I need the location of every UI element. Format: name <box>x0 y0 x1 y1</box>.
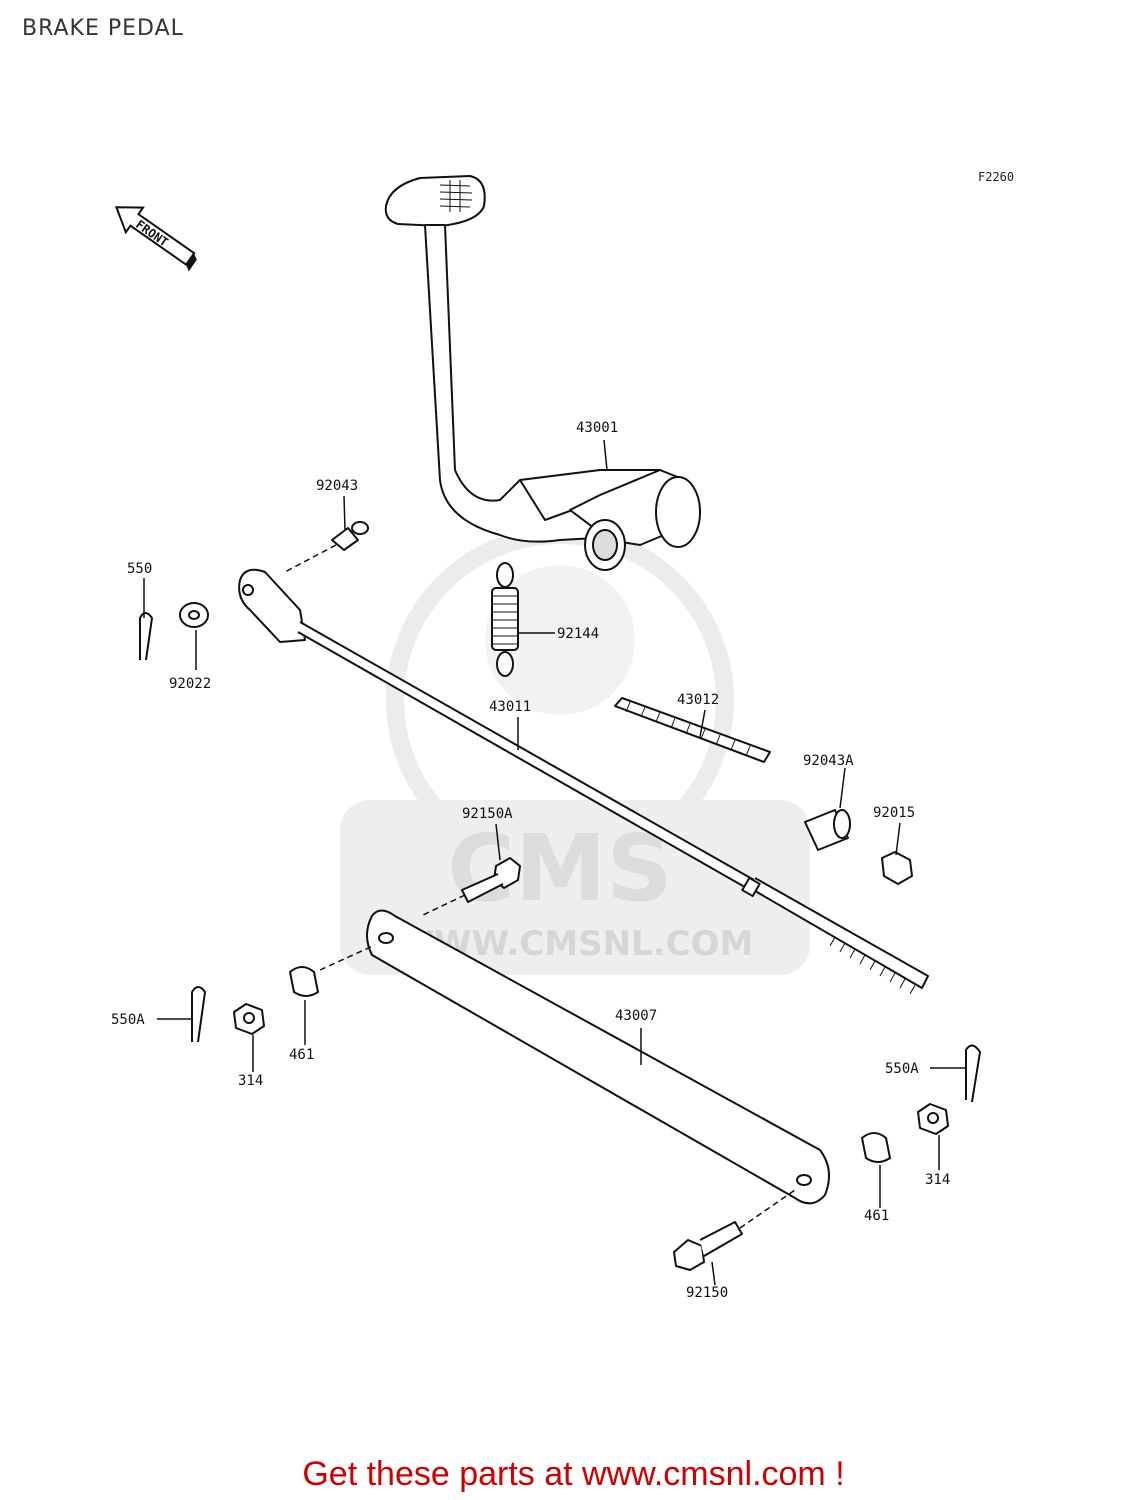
spring-92144-part <box>491 562 519 677</box>
watermark: CMS WWW.CMSNL.COM <box>340 526 810 975</box>
link-43007-part <box>366 909 830 1205</box>
part-label-43011: 43011 <box>489 699 531 715</box>
diagram-code: F2260 <box>978 170 1015 184</box>
pin-92043-part <box>331 521 369 551</box>
brake-pedal-part <box>384 175 701 571</box>
part-label-314-left: 314 <box>238 1073 263 1089</box>
parts-diagram: CMS WWW.CMSNL.COM FRONT <box>111 175 981 1301</box>
joint-92043A-part <box>804 809 851 851</box>
leader-lines <box>143 439 966 1286</box>
part-label-92022: 92022 <box>169 676 211 692</box>
part-label-461-right: 461 <box>864 1208 889 1224</box>
page-title: BRAKE PEDAL <box>22 16 184 41</box>
part-label-92015: 92015 <box>873 805 915 821</box>
spring-43012-part <box>614 697 771 763</box>
part-label-43001: 43001 <box>576 420 618 436</box>
cotter-pin-550A-left-part <box>191 986 206 1043</box>
washer-461-right-part <box>861 1132 891 1163</box>
bolt-92150A-part <box>461 857 521 903</box>
part-label-92043A: 92043A <box>803 753 854 769</box>
part-label-92150: 92150 <box>686 1285 728 1301</box>
nut-314-left-part <box>233 1003 265 1035</box>
brake-rod-part <box>238 568 929 995</box>
part-label-92144: 92144 <box>557 626 599 642</box>
washer-92022-part <box>179 602 209 628</box>
part-label-550A-right: 550A <box>885 1061 919 1077</box>
watermark-brand: CMS <box>447 815 672 922</box>
part-label-92150A: 92150A <box>462 806 513 822</box>
front-arrow-label: FRONT <box>133 217 171 249</box>
part-label-461-left: 461 <box>289 1047 314 1063</box>
part-label-43007: 43007 <box>615 1008 657 1024</box>
bolt-92150-part <box>673 1221 743 1271</box>
part-label-43012: 43012 <box>677 692 719 708</box>
nut-92015-part <box>881 851 913 885</box>
footer-link[interactable]: Get these parts at www.cmsnl.com ! <box>302 1455 845 1493</box>
part-label-550: 550 <box>127 561 152 577</box>
front-arrow-icon: FRONT <box>114 206 197 272</box>
cotter-pin-550A-right-part <box>965 1044 981 1103</box>
part-label-314-right: 314 <box>925 1172 950 1188</box>
part-label-92043: 92043 <box>316 478 358 494</box>
part-label-550A-left: 550A <box>111 1012 145 1028</box>
washer-461-left-part <box>289 966 319 997</box>
nut-314-right-part <box>917 1103 949 1135</box>
cotter-pin-550-part <box>139 612 153 661</box>
